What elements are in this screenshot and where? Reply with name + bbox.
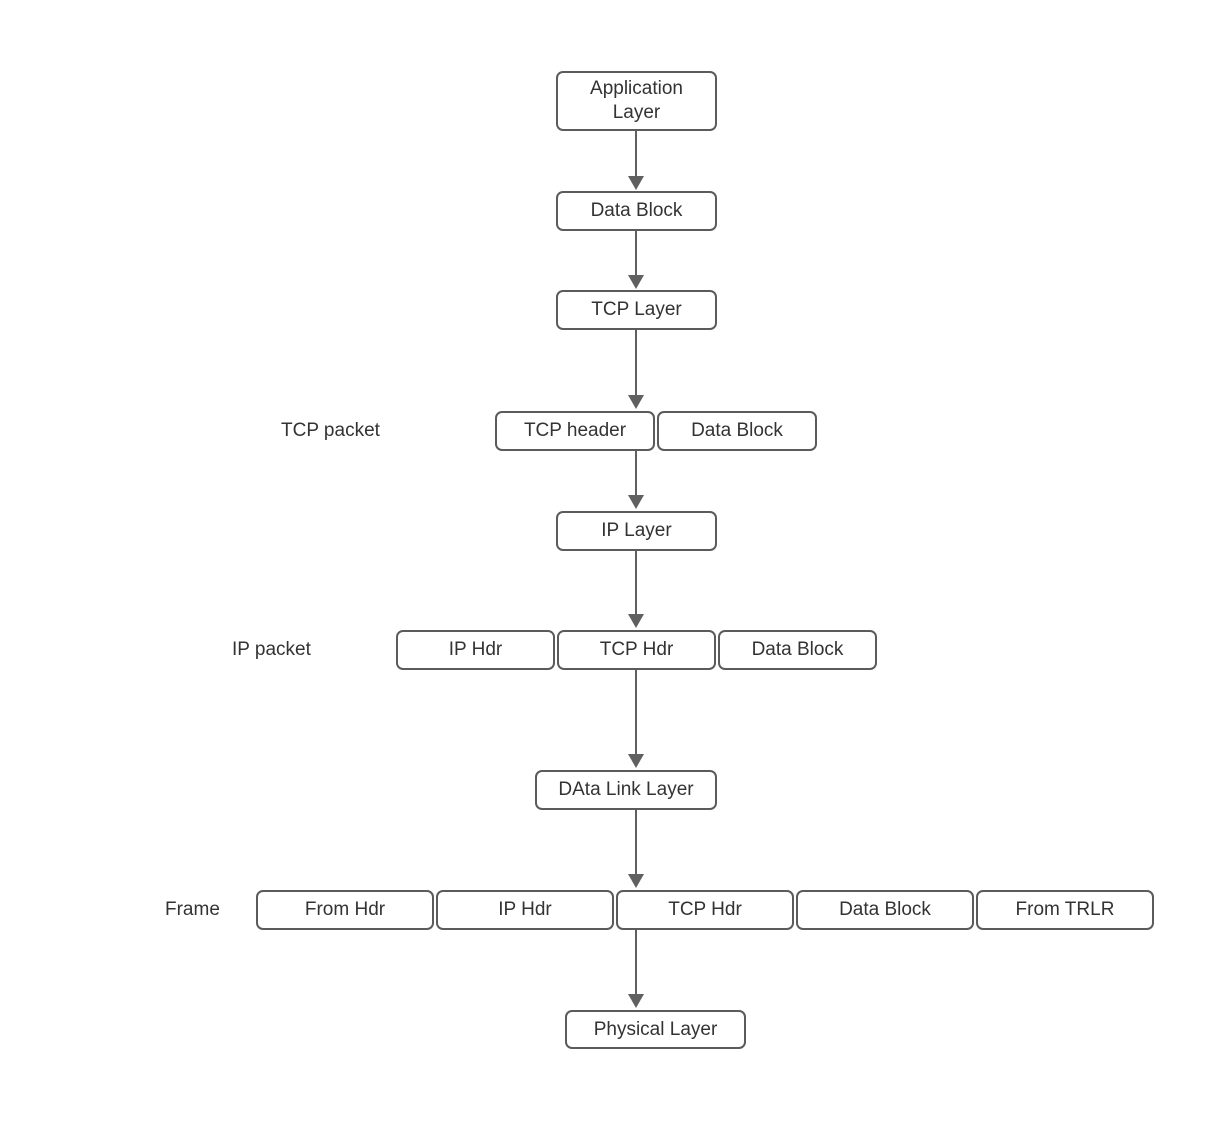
arrow-datablock-to-tcplayer <box>628 231 644 289</box>
arrow-head-icon <box>628 614 644 628</box>
node-frame-from-hdr: From Hdr <box>256 890 434 930</box>
label-frame: Frame <box>165 899 220 920</box>
label-ip-packet: IP packet <box>232 639 311 660</box>
node-frame-from-trlr: From TRLR <box>976 890 1154 930</box>
node-tcp-packet-data-block: Data Block <box>657 411 817 451</box>
arrow-shaft <box>635 810 637 876</box>
arrow-shaft <box>635 231 637 277</box>
arrow-tcppacket-to-iplayer <box>628 451 644 509</box>
arrow-datalink-to-frame <box>628 810 644 888</box>
node-frame-data-block: Data Block <box>796 890 974 930</box>
arrow-tcplayer-to-tcppacket <box>628 330 644 409</box>
node-ip-packet-data-block: Data Block <box>718 630 877 670</box>
node-application-layer: Application Layer <box>556 71 717 131</box>
node-data-block: Data Block <box>556 191 717 231</box>
arrow-shaft <box>635 551 637 616</box>
arrow-head-icon <box>628 495 644 509</box>
node-frame-ip-hdr: IP Hdr <box>436 890 614 930</box>
node-tcp-packet-header: TCP header <box>495 411 655 451</box>
arrow-shaft <box>635 930 637 996</box>
node-tcp-layer: TCP Layer <box>556 290 717 330</box>
node-ip-packet-tcp-hdr: TCP Hdr <box>557 630 716 670</box>
arrow-app-to-datablock <box>628 131 644 190</box>
node-physical-layer: Physical Layer <box>565 1010 746 1049</box>
arrow-head-icon <box>628 275 644 289</box>
arrow-head-icon <box>628 874 644 888</box>
node-ip-layer: IP Layer <box>556 511 717 551</box>
arrow-ippacket-to-datalink <box>628 670 644 768</box>
node-frame-tcp-hdr: TCP Hdr <box>616 890 794 930</box>
node-ip-packet-ip-hdr: IP Hdr <box>396 630 555 670</box>
arrow-iplayer-to-ippacket <box>628 551 644 628</box>
arrow-shaft <box>635 330 637 397</box>
arrow-head-icon <box>628 176 644 190</box>
node-data-link-layer: DAta Link Layer <box>535 770 717 810</box>
arrow-head-icon <box>628 994 644 1008</box>
arrow-head-icon <box>628 395 644 409</box>
arrow-shaft <box>635 670 637 756</box>
label-tcp-packet: TCP packet <box>281 420 380 441</box>
arrow-head-icon <box>628 754 644 768</box>
arrow-shaft <box>635 451 637 497</box>
arrow-frame-to-physical <box>628 930 644 1008</box>
arrow-shaft <box>635 131 637 178</box>
